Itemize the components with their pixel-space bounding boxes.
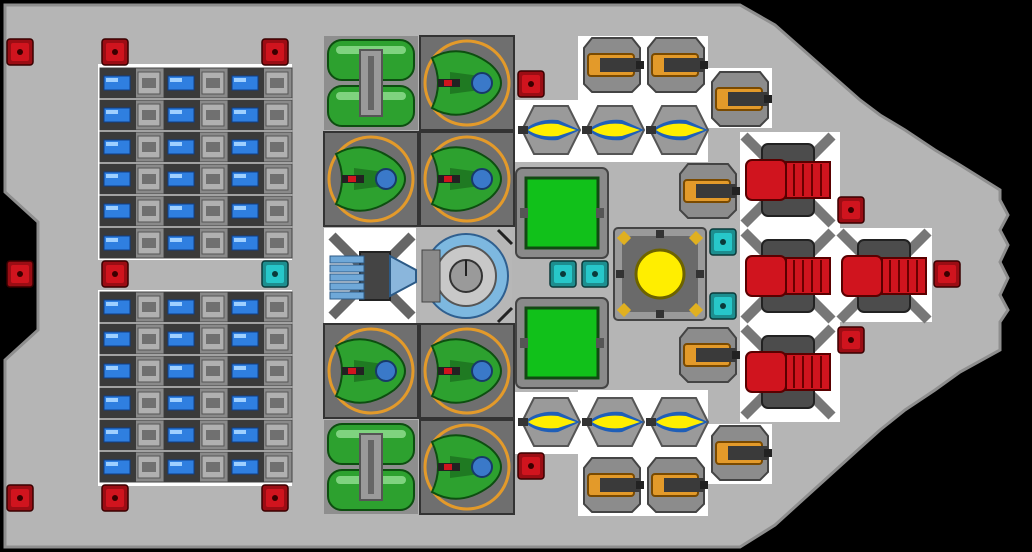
- cyan-node-icon[interactable]: [549, 260, 577, 288]
- red-node-icon[interactable]: [101, 38, 129, 66]
- battery-cell-icon[interactable]: [163, 451, 229, 483]
- battery-cell-icon[interactable]: [227, 195, 293, 227]
- cyan-node-icon[interactable]: [261, 260, 289, 288]
- battery-cell-icon[interactable]: [227, 227, 293, 259]
- green-tank-icon[interactable]: [324, 420, 418, 514]
- battery-cell-icon[interactable]: [227, 323, 293, 355]
- battery-cell-icon[interactable]: [227, 387, 293, 419]
- red-node-icon[interactable]: [261, 38, 289, 66]
- green-turret-icon[interactable]: [419, 131, 515, 227]
- battery-cell-icon[interactable]: [163, 163, 229, 195]
- yellow-core-icon[interactable]: [613, 227, 707, 321]
- orange-cannon-icon[interactable]: [679, 327, 740, 383]
- battery-cell-icon[interactable]: [163, 291, 229, 323]
- red-node-icon[interactable]: [6, 260, 34, 288]
- torpedo-icon[interactable]: [646, 397, 710, 447]
- red-engine-icon[interactable]: [740, 132, 836, 228]
- green-turret-icon[interactable]: [323, 323, 419, 419]
- red-node-icon[interactable]: [517, 70, 545, 98]
- red-engine-icon[interactable]: [836, 228, 932, 324]
- battery-cell-icon[interactable]: [163, 387, 229, 419]
- battery-cell-icon[interactable]: [227, 419, 293, 451]
- red-node-icon[interactable]: [517, 452, 545, 480]
- green-tank-icon[interactable]: [324, 36, 418, 130]
- orange-cannon-icon[interactable]: [711, 425, 772, 481]
- battery-cell-icon[interactable]: [99, 323, 165, 355]
- red-node-icon[interactable]: [6, 38, 34, 66]
- battery-cell-icon[interactable]: [227, 451, 293, 483]
- battery-cell-icon[interactable]: [163, 355, 229, 387]
- red-node-icon[interactable]: [837, 326, 865, 354]
- orange-cannon-icon[interactable]: [711, 71, 772, 127]
- orange-cannon-icon[interactable]: [647, 457, 708, 513]
- battery-cell-icon[interactable]: [163, 99, 229, 131]
- red-node-icon[interactable]: [261, 484, 289, 512]
- torpedo-icon[interactable]: [646, 105, 710, 155]
- battery-cell-icon[interactable]: [99, 291, 165, 323]
- battery-cell-icon[interactable]: [99, 195, 165, 227]
- green-turret-icon[interactable]: [419, 419, 515, 515]
- green-turret-icon[interactable]: [323, 131, 419, 227]
- orange-cannon-icon[interactable]: [647, 37, 708, 93]
- battery-cell-icon[interactable]: [99, 419, 165, 451]
- battery-cell-icon[interactable]: [99, 227, 165, 259]
- red-node-icon[interactable]: [101, 484, 129, 512]
- orange-cannon-icon[interactable]: [583, 457, 644, 513]
- gatling-gun-icon[interactable]: [328, 232, 417, 320]
- red-node-icon[interactable]: [933, 260, 961, 288]
- battery-cell-icon[interactable]: [227, 99, 293, 131]
- battery-cell-icon[interactable]: [99, 131, 165, 163]
- reactor-dome-icon[interactable]: [420, 228, 514, 324]
- battery-cell-icon[interactable]: [99, 451, 165, 483]
- battery-cell-icon[interactable]: [227, 131, 293, 163]
- cyan-node-icon[interactable]: [581, 260, 609, 288]
- battery-cell-icon[interactable]: [99, 387, 165, 419]
- red-engine-icon[interactable]: [740, 228, 836, 324]
- green-screen-icon[interactable]: [515, 167, 609, 259]
- red-node-icon[interactable]: [101, 260, 129, 288]
- battery-cell-icon[interactable]: [163, 131, 229, 163]
- battery-cell-icon[interactable]: [227, 67, 293, 99]
- battery-cell-icon[interactable]: [163, 67, 229, 99]
- cyan-node-icon[interactable]: [709, 292, 737, 320]
- red-engine-icon[interactable]: [740, 324, 836, 420]
- battery-cell-icon[interactable]: [227, 291, 293, 323]
- red-node-icon[interactable]: [837, 196, 865, 224]
- cyan-node-icon[interactable]: [709, 228, 737, 256]
- battery-cell-icon[interactable]: [99, 99, 165, 131]
- orange-cannon-icon[interactable]: [583, 37, 644, 93]
- red-node-icon[interactable]: [6, 484, 34, 512]
- battery-cell-icon[interactable]: [227, 355, 293, 387]
- green-turret-icon[interactable]: [419, 323, 515, 419]
- green-screen-icon[interactable]: [515, 297, 609, 389]
- battery-cell-icon[interactable]: [163, 419, 229, 451]
- orange-cannon-icon[interactable]: [679, 163, 740, 219]
- torpedo-icon[interactable]: [582, 397, 646, 447]
- battery-cell-icon[interactable]: [163, 323, 229, 355]
- torpedo-icon[interactable]: [518, 397, 582, 447]
- battery-cell-icon[interactable]: [99, 67, 165, 99]
- battery-cell-icon[interactable]: [163, 195, 229, 227]
- battery-cell-icon[interactable]: [163, 227, 229, 259]
- torpedo-icon[interactable]: [582, 105, 646, 155]
- green-turret-icon[interactable]: [419, 35, 515, 131]
- torpedo-icon[interactable]: [518, 105, 582, 155]
- battery-cell-icon[interactable]: [227, 163, 293, 195]
- battery-cell-icon[interactable]: [99, 355, 165, 387]
- battery-cell-icon[interactable]: [99, 163, 165, 195]
